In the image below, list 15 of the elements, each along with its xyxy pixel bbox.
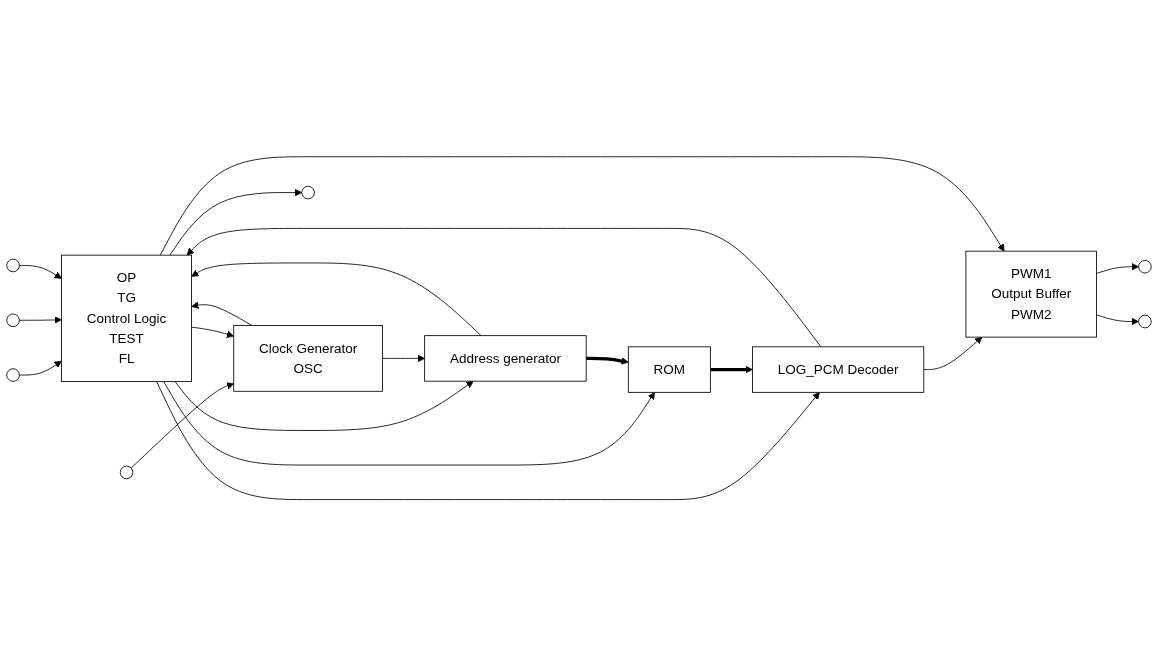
node-circle [1138, 315, 1152, 329]
node-circle [6, 368, 20, 383]
arrow [586, 357, 629, 365]
node-box: Address generator [424, 335, 587, 382]
node-circle [1138, 260, 1152, 274]
node-box: PWM1 Output Buffer PWM2 [965, 251, 1097, 338]
node-circle [6, 313, 20, 328]
node-circle [119, 466, 134, 480]
arrow [710, 366, 753, 374]
node-box: OP TG Control Logic TEST FL [61, 255, 192, 383]
node-box: ROM [627, 346, 711, 394]
node-circle [301, 186, 315, 200]
node-box: LOG_PCM Decoder [752, 346, 925, 394]
node-box: Clock Generator OSC [233, 325, 383, 393]
node-circle [6, 259, 20, 273]
